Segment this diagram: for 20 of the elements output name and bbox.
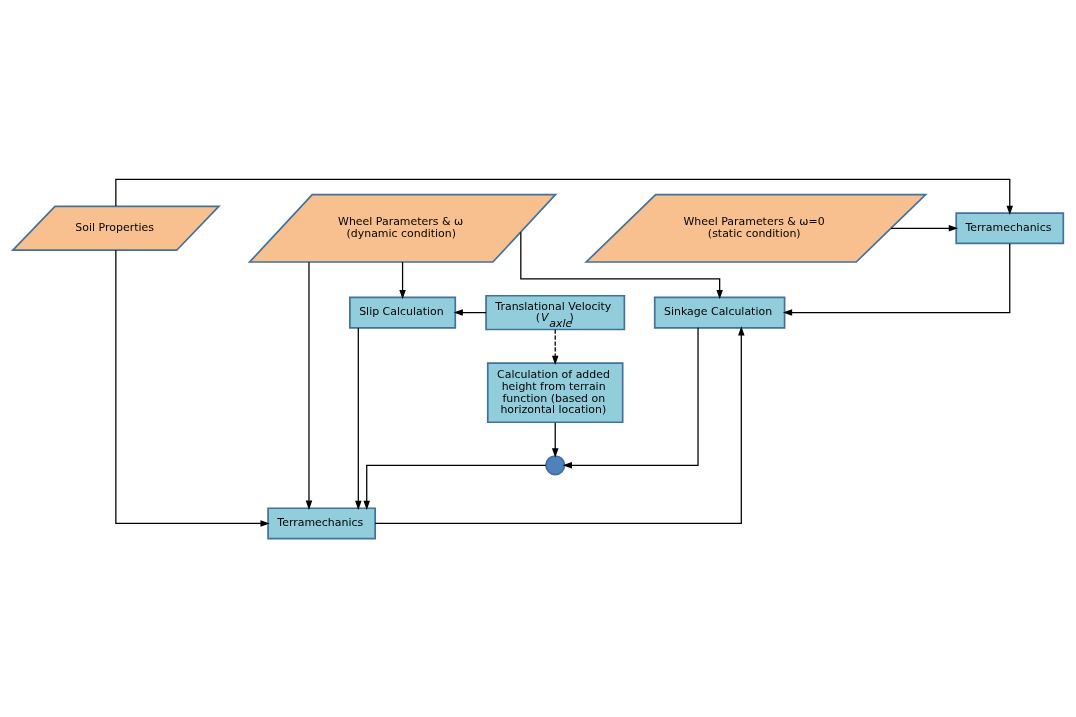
arrow [305, 261, 313, 510]
node-box: Sinkage Calculation [653, 296, 786, 329]
arrow [374, 325, 745, 524]
arrow [363, 464, 547, 510]
node-box: Calculation of added height from terrain function (based on horizontal location) [486, 361, 624, 423]
arrow [399, 260, 406, 299]
arrow [890, 224, 959, 232]
arrow [115, 249, 270, 527]
arrow [453, 308, 487, 316]
arrow [562, 326, 699, 468]
arrow [355, 327, 362, 510]
arrow [782, 242, 1011, 316]
node-box: Terramechanics [955, 211, 1065, 244]
arrow [115, 178, 1013, 215]
arrow [551, 328, 559, 365]
arrow [551, 421, 559, 458]
node-box: Slip Calculation [349, 296, 457, 329]
node-circle [545, 454, 566, 475]
node-box: Terramechanics [267, 506, 376, 539]
arrow [520, 231, 723, 299]
